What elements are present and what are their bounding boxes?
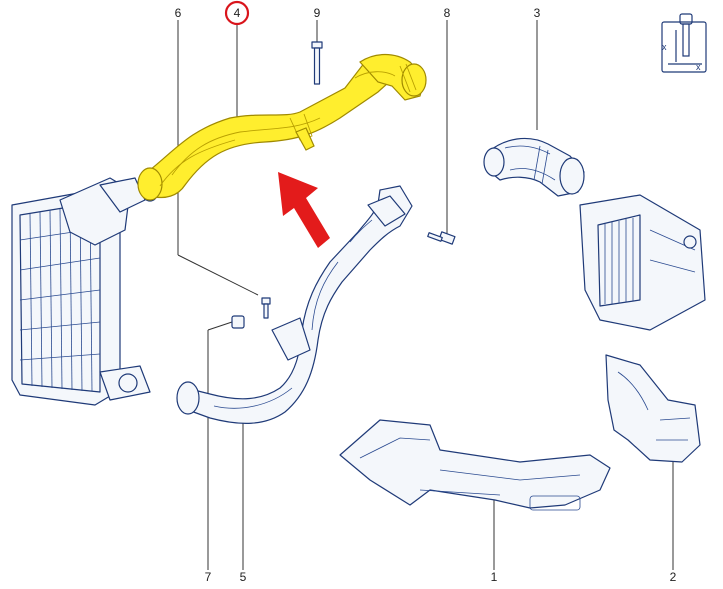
bolt-9: [311, 41, 323, 85]
bolt-8: [427, 231, 456, 245]
leader-7-diag: [207, 321, 233, 331]
resonator-2: [605, 354, 701, 463]
leader-lines: [177, 20, 674, 570]
hose-3: [483, 137, 585, 197]
legend-label-x2: x: [696, 62, 701, 72]
callout-8: 8: [440, 6, 454, 20]
callout-7: 7: [201, 570, 215, 584]
callout-3: 3: [530, 6, 544, 20]
callout-2: 2: [666, 570, 680, 584]
legend-label-x1: x: [662, 42, 667, 52]
screw-6: [261, 297, 271, 319]
hose-4-highlighted: [137, 53, 427, 201]
clip-7: [231, 315, 245, 329]
callout-4[interactable]: 4: [230, 6, 244, 20]
intercooler-assembly: [11, 177, 158, 406]
callout-5: 5: [236, 570, 250, 584]
callout-6: 6: [171, 6, 185, 20]
pipe-5: [176, 185, 413, 424]
direction-arrow: [278, 172, 330, 248]
air-duct-1: [339, 419, 611, 511]
leader-6-diag: [177, 254, 259, 296]
callout-9: 9: [310, 6, 324, 20]
highlight-ring: [224, 0, 250, 26]
callout-1: 1: [487, 570, 501, 584]
legend-icon: [661, 13, 707, 73]
air-filter-box: [579, 194, 706, 331]
